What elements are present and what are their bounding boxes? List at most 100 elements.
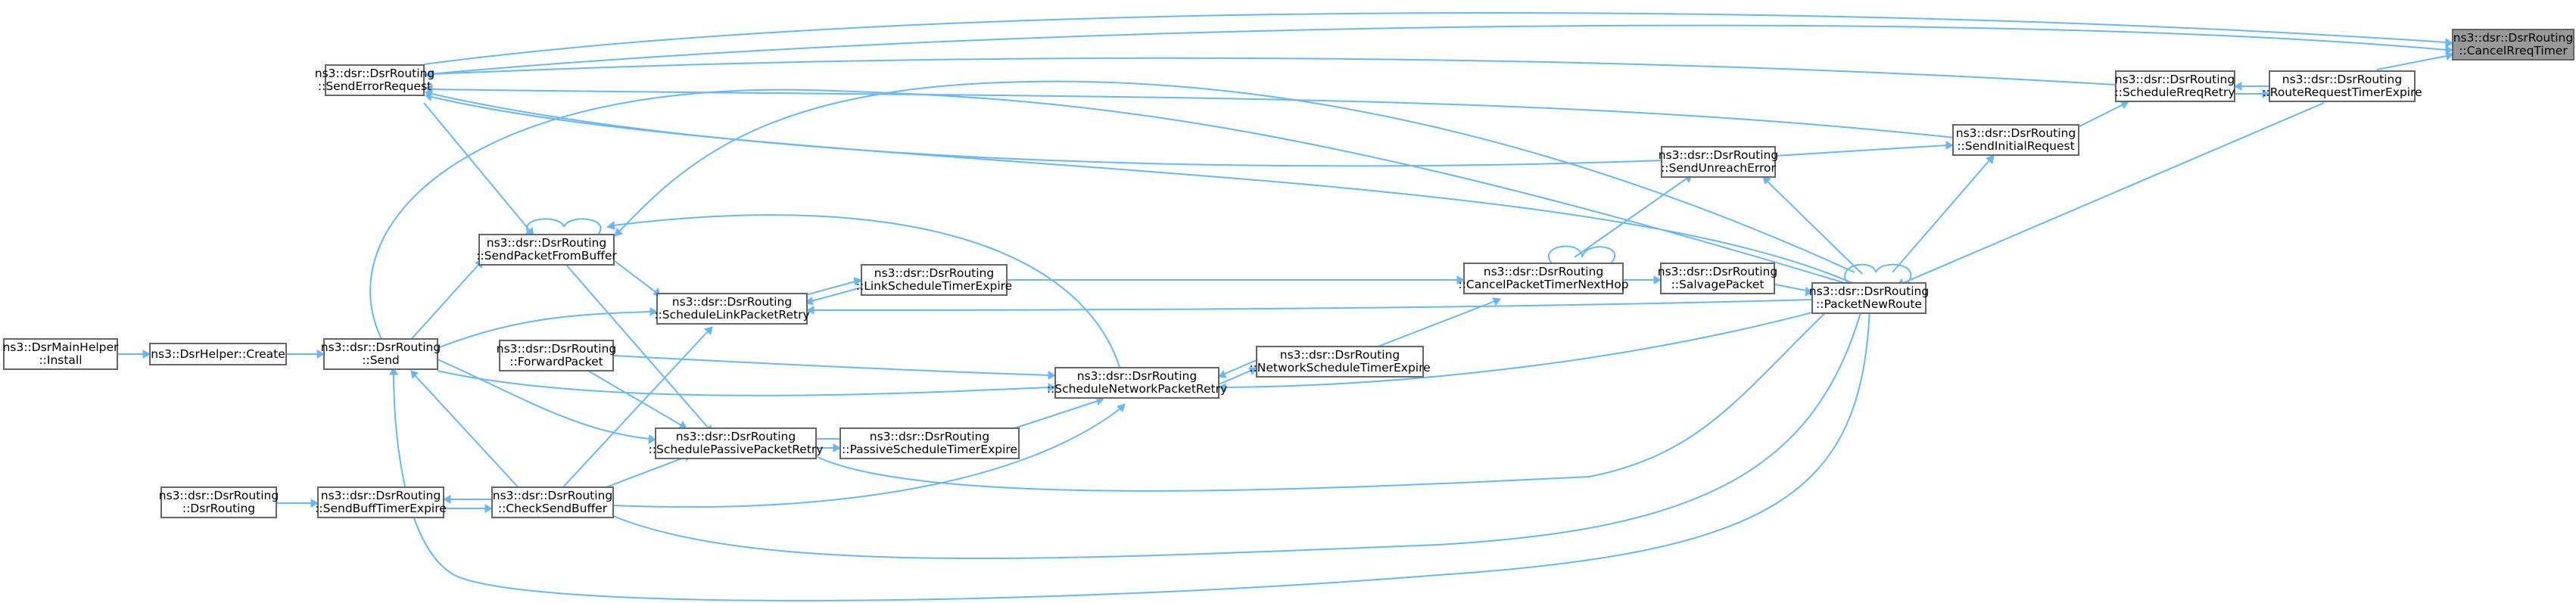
node-send-buff-timer-expire[interactable]: ns3::dsr::DsrRouting ::SendBuffTimerExpi… <box>315 486 447 518</box>
node-forward-packet-line2: ::ForwardPacket <box>509 355 603 368</box>
node-schedule-network-packet-retry[interactable]: ns3::dsr::DsrRouting ::ScheduleNetworkPa… <box>1047 367 1227 399</box>
node-passive-schedule-timer-expire-line1: ns3::dsr::DsrRouting <box>870 430 989 443</box>
node-cancel-packet-timer-next-hop[interactable]: ns3::dsr::DsrRouting ::CancelPacketTimer… <box>1458 263 1629 294</box>
node-dsr-main-helper-install[interactable]: ns3::DsrMainHelper ::Install <box>3 338 119 370</box>
edge-checksendbuffer-schedulelinkpacketretry <box>559 331 709 491</box>
edge-sendpacketfrombuffer-self <box>526 218 602 235</box>
node-salvage-packet-line1: ns3::dsr::DsrRouting <box>1658 265 1777 278</box>
node-schedule-rreq-retry[interactable]: ns3::dsr::DsrRouting ::ScheduleRreqRetry <box>2114 70 2235 102</box>
edge-schedulerreqretry-senderrorrequest <box>431 57 2117 85</box>
edge-schedulerreqretry-cancelrreqtimer <box>412 24 2447 76</box>
edge-routerequesttimerexpire-packetnewroute <box>1902 102 2325 284</box>
edge-checksendbuffer-schedulepassivepacketretry <box>597 456 687 491</box>
edge-packetnewroute-checksendbuffer <box>612 306 1863 560</box>
node-link-schedule-timer-expire[interactable]: ns3::dsr::DsrRouting ::LinkScheduleTimer… <box>856 264 1012 296</box>
edge-packetnewroute-sendunreacherror <box>1767 181 1863 275</box>
edge-packetnewroute-senderrorrequest <box>431 96 1863 288</box>
node-link-schedule-timer-expire-line2: ::LinkScheduleTimerExpire <box>856 279 1012 293</box>
node-dsr-main-helper-install-line2: ::Install <box>39 353 82 367</box>
node-send-packet-from-buffer-line1: ns3::dsr::DsrRouting <box>487 236 606 250</box>
edge-networkscheduletimerexpire-cancelpackettimernexthop <box>1369 300 1496 350</box>
node-dsr-routing-ctor-line2: ::DsrRouting <box>182 502 255 515</box>
node-schedule-link-packet-retry[interactable]: ns3::dsr::DsrRouting ::ScheduleLinkPacke… <box>654 293 810 325</box>
edge-forwardpacket-schedulepassivepacketretry <box>582 367 682 426</box>
node-send-initial-request-line2: ::SendInitialRequest <box>1957 139 2074 153</box>
node-send-error-request-line2: ::SendErrorRequest <box>318 79 431 93</box>
node-route-request-timer-expire-line2: ::RouteRequestTimerExpire <box>2262 85 2422 99</box>
node-packet-new-route[interactable]: ns3::dsr::DsrRouting ::PacketNewRoute <box>1809 282 1929 314</box>
node-route-request-timer-expire[interactable]: ns3::dsr::DsrRouting ::RouteRequestTimer… <box>2262 70 2422 102</box>
node-dsr-helper-create[interactable]: ns3::DsrHelper::Create <box>149 343 287 365</box>
edge-schedulenetworkpacketretry-networkscheduletimerexpire <box>1218 370 1251 385</box>
edge-forwardpacket-schedulenetworkpacketretry <box>612 355 1050 376</box>
node-check-send-buffer[interactable]: ns3::dsr::DsrRouting ::CheckSendBuffer <box>491 486 614 518</box>
node-schedule-network-packet-retry-line1: ns3::dsr::DsrRouting <box>1077 369 1197 383</box>
edge-sendinitialrequest-schedulerreqretry <box>2077 104 2124 128</box>
edge-sendpacketfrombuffer-schedulelinkpacketretry <box>614 260 656 293</box>
node-send-unreach-error-line2: ::SendUnreachError <box>1661 161 1776 175</box>
node-packet-new-route-line2: ::PacketNewRoute <box>1816 297 1922 311</box>
edge-send-sendpacketfrombuffer <box>408 264 479 343</box>
node-send-initial-request-line1: ns3::dsr::DsrRouting <box>1956 126 2076 140</box>
node-forward-packet[interactable]: ns3::dsr::DsrRouting ::ForwardPacket <box>497 340 616 371</box>
node-send[interactable]: ns3::dsr::DsrRouting ::Send <box>321 338 441 370</box>
node-send-error-request-line1: ns3::dsr::DsrRouting <box>315 67 435 80</box>
node-schedule-passive-packet-retry-line2: ::SchedulePassivePacketRetry <box>649 443 824 456</box>
node-send-packet-from-buffer[interactable]: ns3::dsr::DsrRouting ::SendPacketFromBuf… <box>476 234 617 266</box>
node-send-unreach-error-line1: ns3::dsr::DsrRouting <box>1659 148 1778 162</box>
edge-sendunreacherror-senderrorrequest <box>431 93 1662 167</box>
edge-routerequesttimerexpire-cancelrreqtimer <box>2376 55 2447 70</box>
edge-sendunreacherror-sendinitialrequest <box>1774 145 1948 157</box>
node-cancel-packet-timer-next-hop-line2: ::CancelPacketTimerNextHop <box>1458 278 1628 291</box>
node-schedule-rreq-retry-line2: ::ScheduleRreqRetry <box>2114 85 2235 99</box>
node-send-buff-timer-expire-line1: ns3::dsr::DsrRouting <box>321 489 441 502</box>
node-dsr-routing-ctor[interactable]: ns3::dsr::DsrRouting ::DsrRouting <box>159 486 279 518</box>
edge-senderrorrequest-sendpacketfrombuffer <box>423 102 531 232</box>
node-route-request-timer-expire-line1: ns3::dsr::DsrRouting <box>2282 73 2402 86</box>
node-send-line1: ns3::dsr::DsrRouting <box>321 340 441 354</box>
edge-send-senderrorrequest <box>369 89 1855 341</box>
node-dsr-helper-create-line1: ns3::DsrHelper::Create <box>151 347 285 361</box>
node-schedule-rreq-retry-line1: ns3::dsr::DsrRouting <box>2115 73 2235 86</box>
node-schedule-link-packet-retry-line1: ns3::dsr::DsrRouting <box>672 295 792 309</box>
node-dsr-routing-ctor-line1: ns3::dsr::DsrRouting <box>159 489 279 502</box>
node-network-schedule-timer-expire-line1: ns3::dsr::DsrRouting <box>1280 348 1400 362</box>
edge-send-schedulelinkpacketretry <box>437 311 652 349</box>
node-dsr-main-helper-install-line1: ns3::DsrMainHelper <box>3 340 119 354</box>
node-cancel-rreq-timer-line1: ns3::dsr::DsrRouting <box>2453 31 2573 45</box>
edge-checksendbuffer-send <box>414 375 523 493</box>
edge-send-schedulepassivepacketretry <box>437 359 650 440</box>
node-check-send-buffer-line1: ns3::dsr::DsrRouting <box>493 489 612 502</box>
node-schedule-network-packet-retry-line2: ::ScheduleNetworkPacketRetry <box>1047 382 1227 396</box>
edge-networkscheduletimerexpire-schedulenetworkpacketretry <box>1224 359 1257 375</box>
node-link-schedule-timer-expire-line1: ns3::dsr::DsrRouting <box>874 266 994 280</box>
edge-cancelpackettimernexthop-self <box>1548 245 1616 264</box>
edge-cancelpackettimernexthop-sendunreacherror <box>1574 178 1687 258</box>
node-salvage-packet[interactable]: ns3::dsr::DsrRouting ::SalvagePacket <box>1658 263 1777 294</box>
node-schedule-passive-packet-retry-line1: ns3::dsr::DsrRouting <box>676 430 796 443</box>
node-send-packet-from-buffer-line2: ::SendPacketFromBuffer <box>476 249 617 263</box>
node-network-schedule-timer-expire[interactable]: ns3::dsr::DsrRouting ::NetworkScheduleTi… <box>1249 346 1431 378</box>
edge-packetnewroute-self <box>1844 263 1912 284</box>
edge-salvagepacket-packetnewroute <box>1774 284 1807 291</box>
node-schedule-passive-packet-retry[interactable]: ns3::dsr::DsrRouting ::SchedulePassivePa… <box>649 427 824 459</box>
edge-passivescheduletimerexpire-schedulenetworkpacketretry <box>1014 400 1098 429</box>
edge-packetnewroute-sendpacketfrombuffer <box>618 80 1855 273</box>
edge-packetnewroute-sendinitialrequest <box>1892 160 1990 273</box>
node-send-unreach-error[interactable]: ns3::dsr::DsrRouting ::SendUnreachError <box>1659 146 1778 178</box>
node-passive-schedule-timer-expire[interactable]: ns3::dsr::DsrRouting ::PassiveScheduleTi… <box>839 427 1020 459</box>
node-forward-packet-line1: ns3::dsr::DsrRouting <box>497 342 616 356</box>
edge-senderrorrequest-cancelrreqtimer <box>423 12 2447 65</box>
edge-sendpacketfrombuffer-schedulepassivepacketretry <box>565 264 709 429</box>
node-send-initial-request[interactable]: ns3::dsr::DsrRouting ::SendInitialReques… <box>1952 124 2079 156</box>
edge-packetnewroute-send <box>393 306 1870 601</box>
edge-send-schedulenetworkpacketretry <box>437 370 1050 396</box>
edge-packetnewroute-schedulenetworkpacketretry <box>1224 306 1833 388</box>
node-cancel-packet-timer-next-hop-line1: ns3::dsr::DsrRouting <box>1484 265 1603 278</box>
node-send-error-request[interactable]: ns3::dsr::DsrRouting ::SendErrorRequest <box>315 64 435 96</box>
node-cancel-rreq-timer[interactable]: ns3::dsr::DsrRouting ::CancelRreqTimer <box>2452 29 2574 61</box>
node-salvage-packet-line2: ::SalvagePacket <box>1671 278 1765 291</box>
node-cancel-rreq-timer-line2: ::CancelRreqTimer <box>2459 44 2568 58</box>
edge-linkscheduletimerexpire-schedulelinkpacketretry <box>811 287 862 302</box>
